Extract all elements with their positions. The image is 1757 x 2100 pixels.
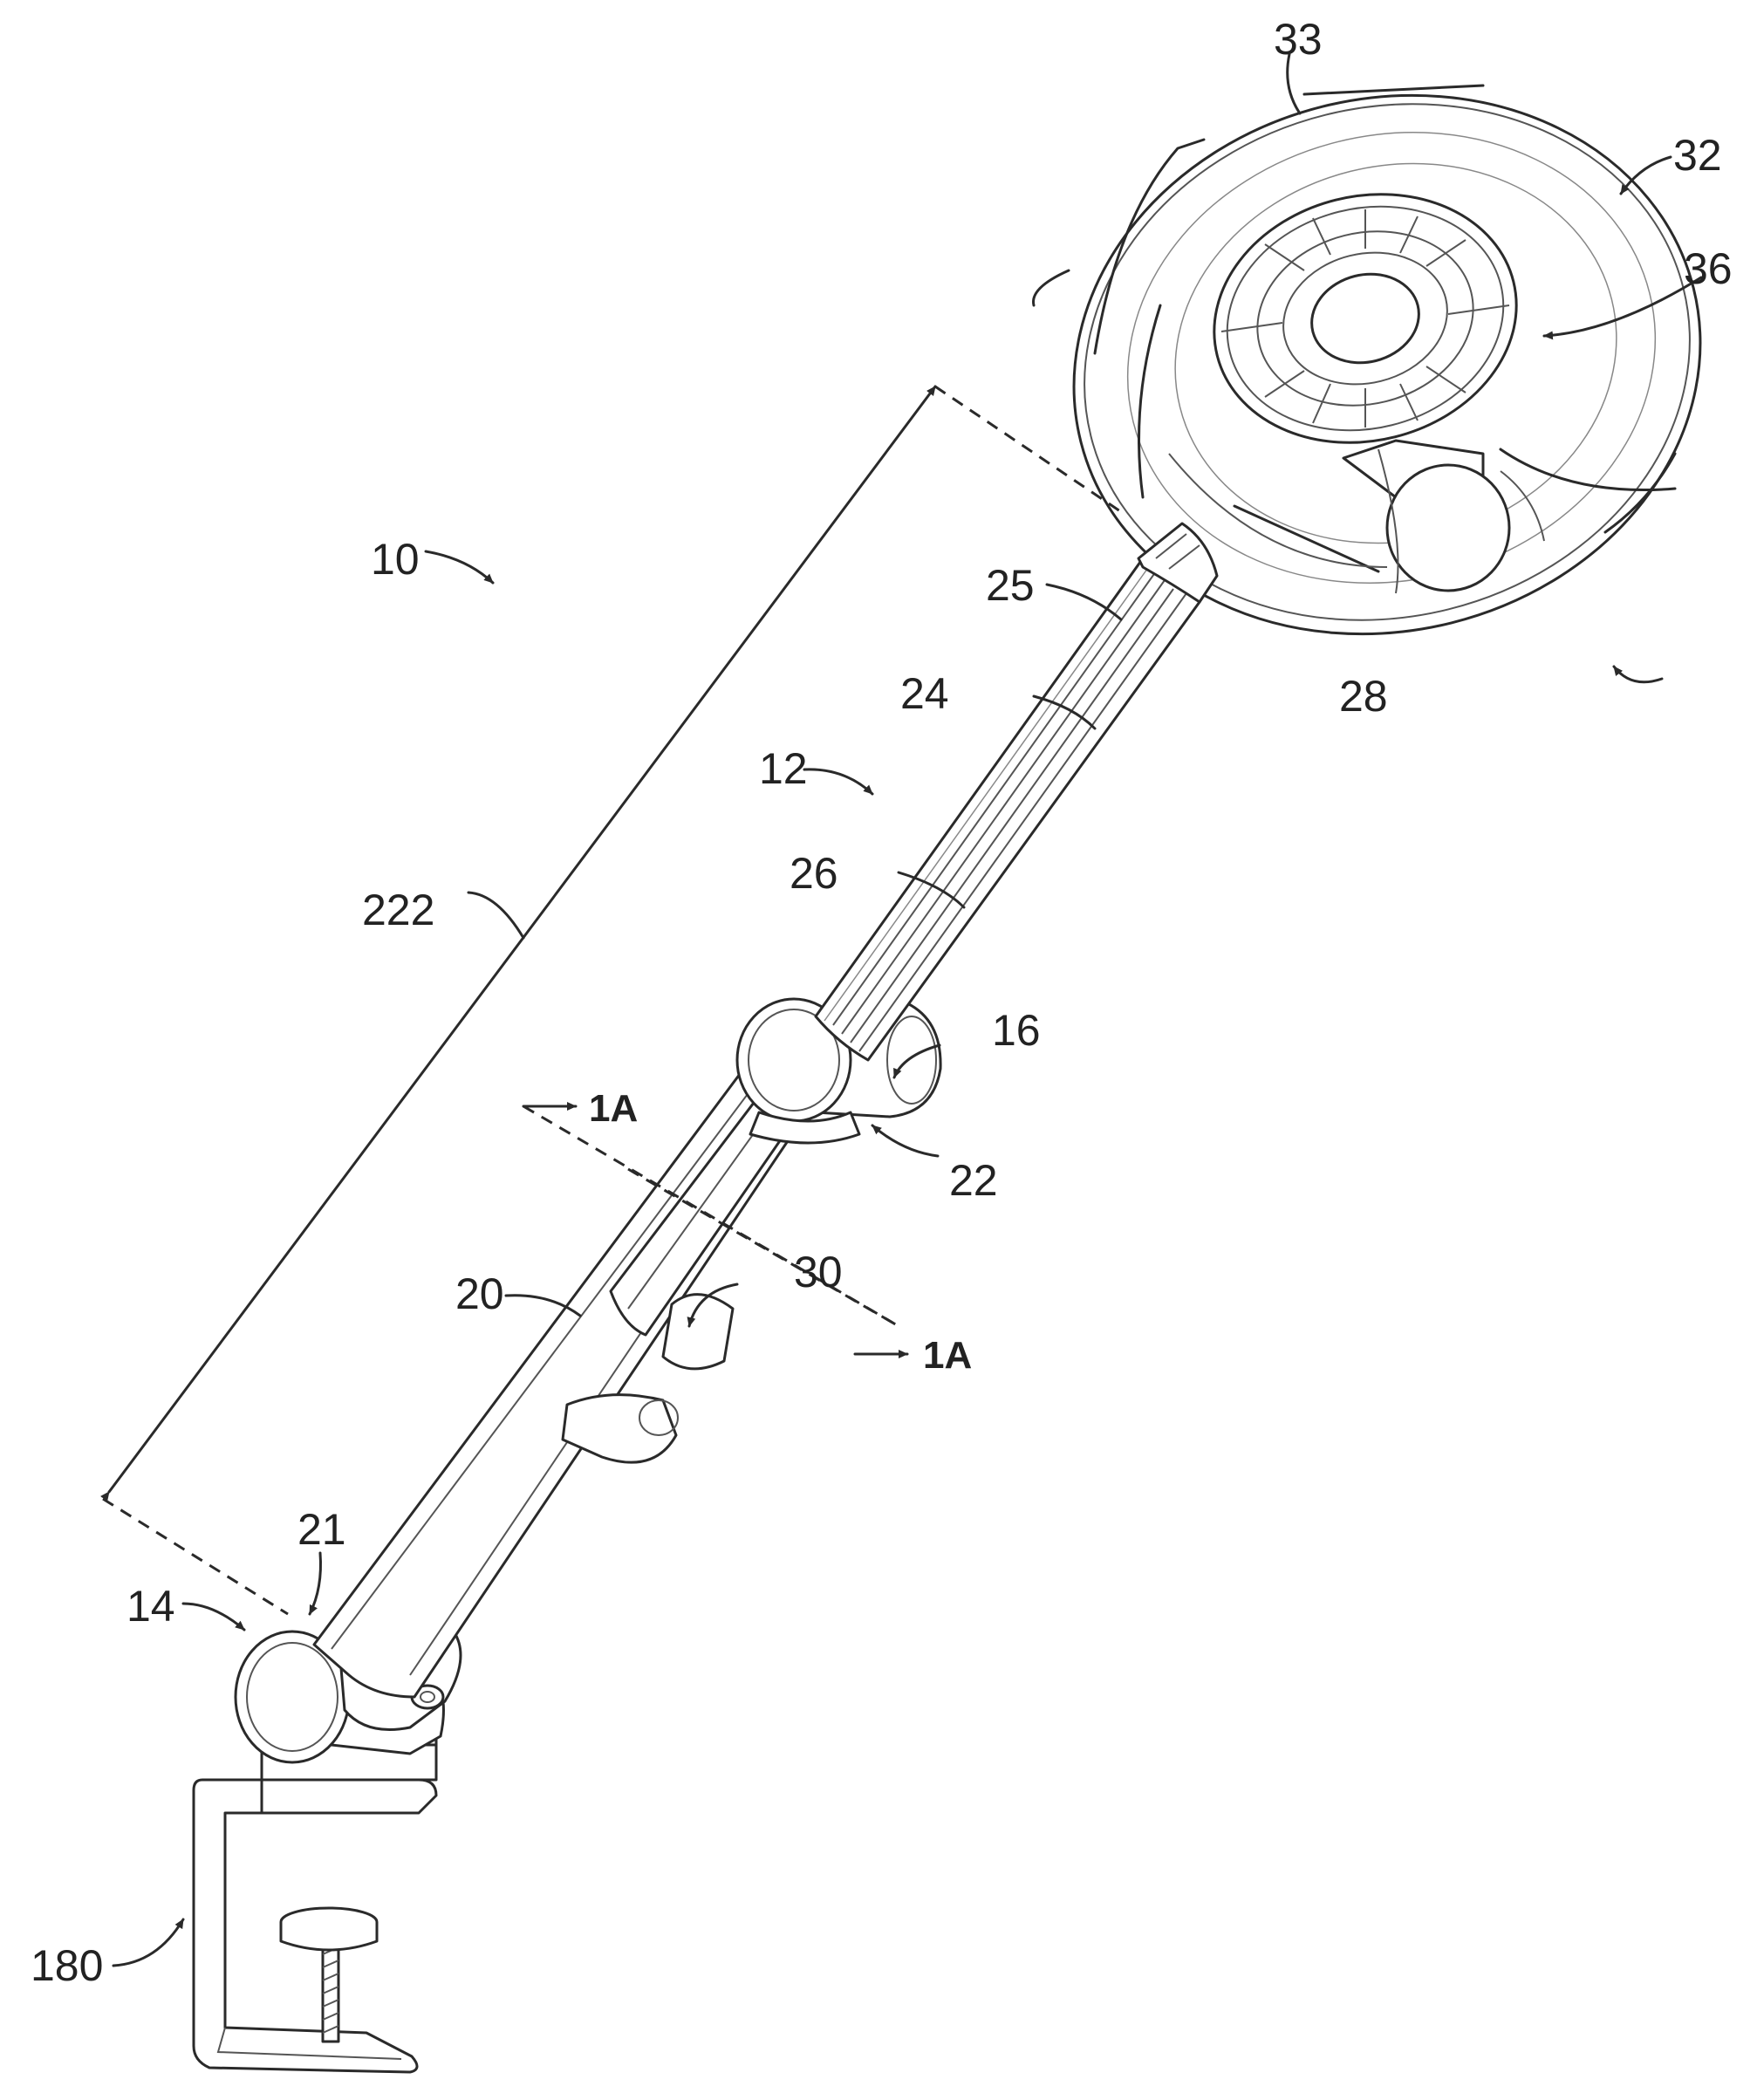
lower-arm [314, 1056, 807, 1697]
label-24: 24 [900, 669, 949, 718]
label-10: 10 [371, 535, 420, 584]
label-16: 16 [992, 1006, 1041, 1055]
label-20: 20 [455, 1269, 504, 1318]
label-32: 32 [1673, 131, 1722, 180]
label-12: 12 [759, 744, 808, 793]
section-label-1a-lower: 1A [923, 1334, 972, 1377]
label-36: 36 [1684, 244, 1733, 293]
label-25: 25 [986, 561, 1035, 610]
label-22: 22 [949, 1156, 998, 1205]
label-28: 28 [1339, 672, 1388, 721]
label-30: 30 [794, 1248, 843, 1296]
label-14: 14 [126, 1582, 175, 1631]
desk-clamp [194, 1780, 436, 2072]
label-222: 222 [362, 886, 434, 934]
upper-arm [816, 558, 1200, 1060]
label-26: 26 [790, 849, 838, 898]
section-label-1a-upper: 1A [589, 1087, 638, 1130]
label-21: 21 [297, 1505, 346, 1554]
label-180: 180 [31, 1941, 103, 1990]
label-33: 33 [1274, 15, 1323, 64]
